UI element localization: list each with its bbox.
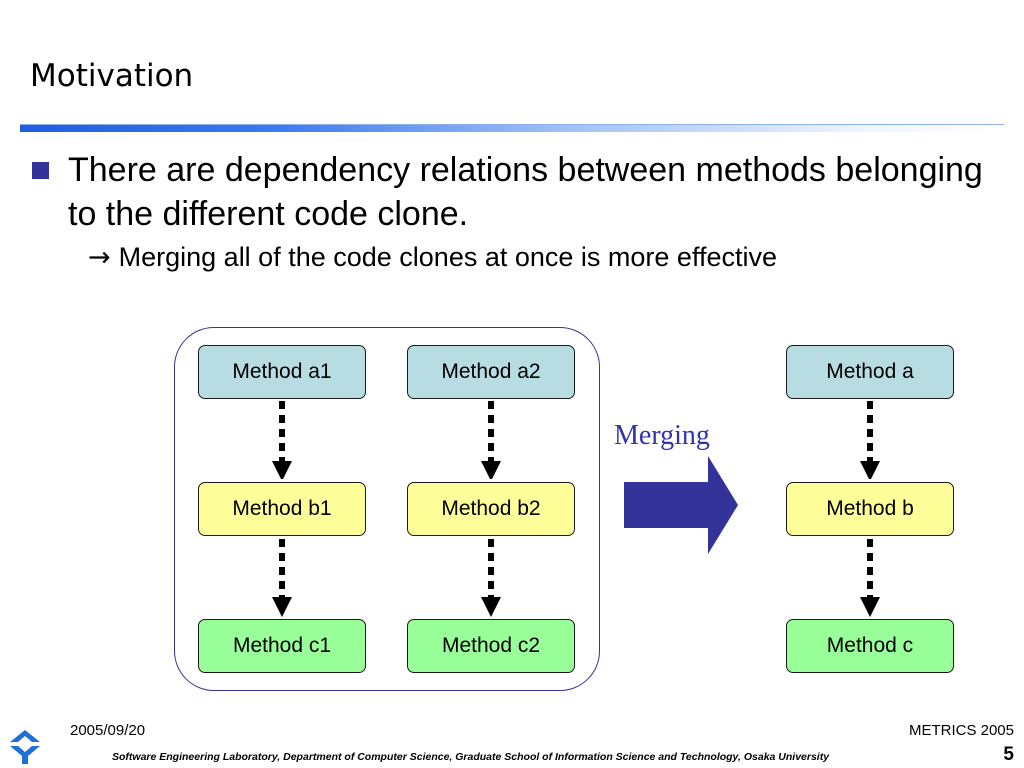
sub-bullet: →Merging all of the code clones at once … — [88, 240, 777, 275]
dependency-arrow-b1-c1 — [272, 539, 292, 617]
node-method-b: Method b — [786, 482, 954, 536]
footer-conference: METRICS 2005 — [908, 722, 1014, 739]
node-method-a: Method a — [786, 345, 954, 399]
slide-title: Motivation — [30, 58, 194, 94]
merging-label: Merging — [614, 420, 710, 451]
merge-arrow-icon — [624, 456, 738, 554]
sub-bullet-text: Merging all of the code clones at once i… — [118, 242, 777, 272]
node-method-b1: Method b1 — [198, 482, 366, 536]
node-method-a1: Method a1 — [198, 345, 366, 399]
dependency-arrow-b-c — [860, 539, 880, 617]
dependency-arrow-a-b — [860, 401, 880, 479]
osaka-university-logo-icon — [10, 730, 40, 764]
clone-group-box — [174, 327, 600, 691]
right-arrow-icon: → — [88, 242, 111, 273]
page-number: 5 — [1003, 744, 1014, 765]
bullet-text: There are dependency relations between m… — [68, 151, 983, 233]
title-divider — [20, 124, 1004, 132]
footer-affiliation: Software Engineering Laboratory, Departm… — [112, 751, 830, 763]
node-method-c2: Method c2 — [407, 619, 575, 673]
footer-date: 2005/09/20 — [70, 722, 146, 739]
node-method-b2: Method b2 — [407, 482, 575, 536]
node-method-c: Method c — [786, 619, 954, 673]
dependency-arrow-b2-c2 — [481, 539, 501, 617]
node-method-c1: Method c1 — [198, 619, 366, 673]
node-method-a2: Method a2 — [407, 345, 575, 399]
square-bullet-icon — [32, 162, 49, 179]
dependency-arrow-a2-b2 — [481, 401, 501, 479]
dependency-arrow-a1-b1 — [272, 401, 292, 479]
